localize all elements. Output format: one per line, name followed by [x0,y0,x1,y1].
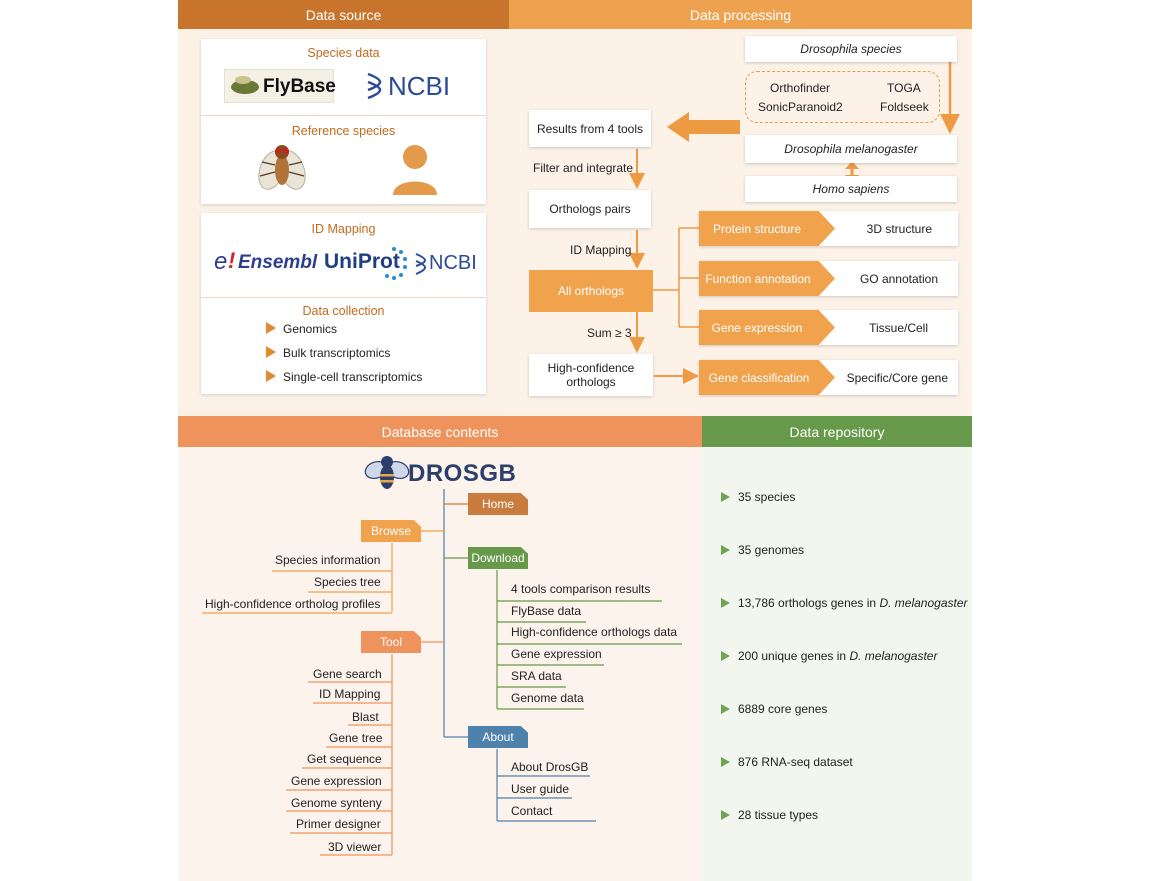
filter-label: Filter and integrate [533,161,634,175]
flybase-logo[interactable]: FlyBase [224,69,336,103]
species-data-card [201,39,486,204]
tool-sonicparanoid2: SonicParanoid2 [758,100,843,114]
tool-item-genome-synteny[interactable]: Genome synteny [291,796,382,810]
nav-tool-tag[interactable]: Tool [361,631,421,653]
card-divider [201,297,486,298]
database-contents-header: Database contents [178,416,702,447]
data-collection-title: Data collection [302,304,385,318]
species-data-title: Species data [307,46,380,60]
uniprot-logo[interactable]: UniProt [324,246,410,282]
nav-about-tag[interactable]: About [468,726,528,748]
singlecell-bullet-icon [266,370,276,382]
tool-item-blast[interactable]: Blast [352,710,379,724]
about-item-about-drosgb[interactable]: About DrosGB [511,760,589,774]
bulk-bullet-icon [266,346,276,358]
collection-item-singlecell: Single-cell transcriptomics [283,370,423,384]
tool-item-gene-search[interactable]: Gene search [313,667,382,681]
branch-protein-tag: Protein structure [699,211,835,246]
download-item-comparison[interactable]: 4 tools comparison results [511,582,651,596]
repo-item-tissue-types: 28 tissue types [738,808,819,822]
database-contents-panel [178,416,702,881]
branch-function-tag: Function annotation [699,261,835,296]
ensembl-e-icon: e [214,248,228,275]
orthologs-pairs-box: Orthologs pairs [529,190,651,228]
repo-item-core-genes: 6889 core genes [738,702,828,716]
repo-item-species: 35 species [738,490,796,504]
about-item-contact[interactable]: Contact [511,804,553,818]
repo-bullet-icon [721,651,730,661]
repo-bullet-icon [721,545,730,555]
tool-orthofinder: Orthofinder [770,81,831,95]
ensembl-exclaim-icon: ! [228,248,236,273]
drosophila-melanogaster-box: Drosophila melanogaster [745,135,957,163]
ncbi-helix-icon [367,72,382,100]
repo-item-genomes: 35 genomes [738,543,805,557]
nav-browse-tag[interactable]: Browse [361,520,421,542]
collection-item-genomics: Genomics [283,322,338,336]
tool-toga: TOGA [887,81,921,95]
download-item-sra[interactable]: SRA data [511,669,562,683]
repo-bullet-icon [721,810,730,820]
repo-item-unique-genes: 200 unique genes in D. melanogaster [738,649,938,663]
data-processing-header: Data processing [509,0,972,29]
homo-sapiens-box: Homo sapiens [745,176,957,202]
nav-home-tag[interactable]: Home [468,493,528,515]
all-orthologs-box: All orthologs [529,270,653,312]
fly-icon [231,80,259,94]
card-divider [201,115,486,116]
data-repository-panel [702,416,972,881]
download-item-flybase[interactable]: FlyBase data [511,604,582,618]
browse-item-species-information[interactable]: Species information [275,553,381,567]
drosgb-bee-icon [364,456,410,489]
collection-item-bulk: Bulk transcriptomics [283,346,391,360]
tool-item-id-mapping[interactable]: ID Mapping [319,687,381,701]
about-item-user-guide[interactable]: User guide [511,782,570,796]
browse-item-high-confidence[interactable]: High-confidence ortholog profiles [205,597,381,611]
repo-item-rnaseq: 876 RNA-seq dataset [738,755,853,769]
drosophila-species-box: Drosophila species [745,36,957,62]
genomics-bullet-icon [266,322,276,334]
ensembl-logo[interactable]: e ! Ensembl [214,248,318,275]
branch-classification-tag: Gene classification [699,360,835,395]
id-mapping-title: ID Mapping [311,222,376,236]
ncbi-helix-icon [415,253,426,275]
repo-bullet-icon [721,598,730,608]
drosophila-icon [258,145,306,190]
tool-item-get-sequence[interactable]: Get sequence [307,752,382,766]
download-item-high-confidence[interactable]: High-confidence orthologs data [511,625,678,639]
id-mapping-card [201,213,486,394]
browse-item-species-tree[interactable]: Species tree [314,575,381,589]
repo-item-orthologs: 13,786 orthologs genes in D. melanogaste… [738,596,968,610]
tool-item-gene-expression[interactable]: Gene expression [291,774,382,788]
results-box: Results from 4 tools [529,110,651,147]
download-item-gene-expression[interactable]: Gene expression [511,647,602,661]
repo-bullet-icon [721,492,730,502]
uniprot-dots-icon [385,247,407,280]
ncbi-logo[interactable]: NCBI [364,70,464,102]
reference-species-title: Reference species [291,124,396,138]
repo-bullet-icon [721,704,730,714]
data-source-header: Data source [178,0,509,29]
download-item-genome[interactable]: Genome data [511,691,584,705]
repo-bullet-icon [721,757,730,767]
database-tree-lines [202,489,682,856]
tool-foldseek: Foldseek [880,100,929,114]
fly-wing-icon [235,76,251,84]
high-confidence-box: High-confidence orthologs [529,354,653,396]
ncbi-logo-small[interactable]: NCBI [414,251,484,277]
tool-item-gene-tree[interactable]: Gene tree [329,731,383,745]
sum-label: Sum ≥ 3 [587,326,632,340]
human-icon [393,145,437,195]
tool-item-primer-designer[interactable]: Primer designer [296,817,381,831]
id-mapping-label: ID Mapping [570,243,632,257]
branch-expression-tag: Gene expression [699,310,835,345]
drosgb-logo[interactable]: DROSGB [408,460,517,487]
data-repository-header: Data repository [702,416,972,447]
nav-download-tag[interactable]: Download [468,547,528,569]
tools-group [745,71,940,123]
tool-item-3d-viewer[interactable]: 3D viewer [328,840,382,854]
